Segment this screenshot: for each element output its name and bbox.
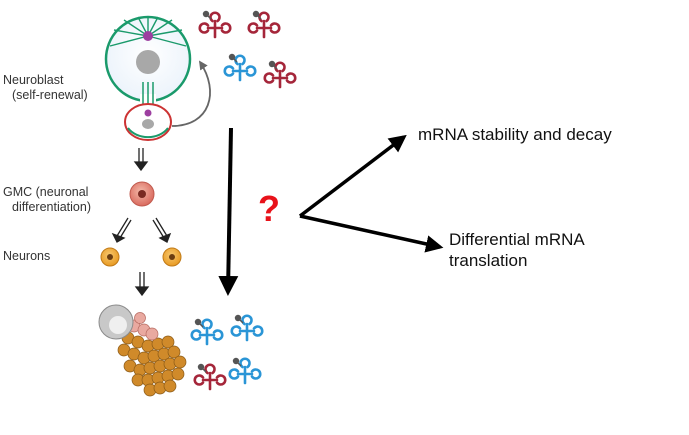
lineage-cluster-icon <box>98 304 187 397</box>
mrna-red-icon <box>198 10 232 39</box>
translation-label-line2: translation <box>449 251 528 270</box>
neuroblast-label-line2: (self-renewal) <box>12 88 88 102</box>
neuroblast-cell-icon <box>104 15 192 141</box>
gmc-label-line1: GMC (neuronal <box>3 185 89 199</box>
neuron-cell-icon <box>100 247 182 267</box>
mrna-blue-icon <box>230 314 264 342</box>
translation-label-line1: Differential mRNA <box>449 230 585 249</box>
downward-arrow <box>218 127 239 296</box>
arrow-to-translation <box>299 214 444 253</box>
mrna-red-icon <box>193 363 227 391</box>
mrna-red-icon <box>263 60 297 89</box>
question-mark: ? <box>258 188 280 229</box>
mrna-blue-icon <box>190 318 224 346</box>
gmc-label-line2: differentiation) <box>12 200 91 214</box>
neuroblast-label-line1: Neuroblast <box>3 73 64 87</box>
mrna-blue-icon <box>223 53 257 82</box>
gmc-label: GMC (neuronal differentiation) <box>3 185 91 215</box>
lineage-arrows <box>111 148 172 297</box>
mrna-blue-icon <box>228 357 262 385</box>
self-renewal-arrow <box>171 60 211 127</box>
translation-label: Differential mRNA translation <box>449 229 585 271</box>
arrow-to-stability <box>298 134 407 218</box>
neuroblast-label: Neuroblast (self-renewal) <box>3 73 88 103</box>
mrna-red-icon <box>247 10 281 39</box>
neurons-label: Neurons <box>3 249 51 263</box>
gmc-cell-icon <box>129 181 155 207</box>
stability-label: mRNA stability and decay <box>418 125 612 144</box>
